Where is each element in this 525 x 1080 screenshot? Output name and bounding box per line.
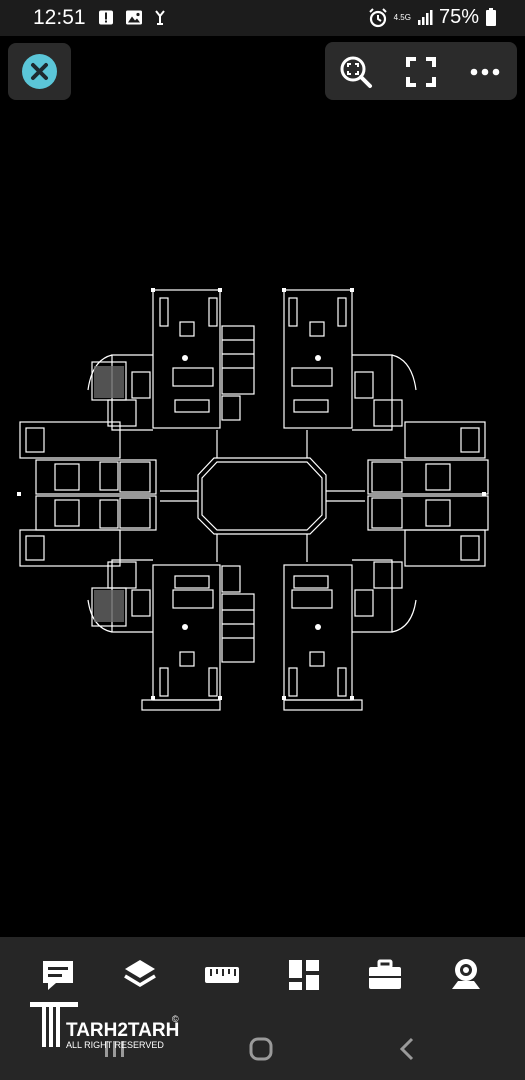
- layers-icon[interactable]: [120, 955, 160, 995]
- network-type: 4.5G: [393, 12, 411, 22]
- status-time: 12:51: [33, 6, 86, 29]
- watermark-sub: ALL RIGHT RESERVED: [66, 1040, 164, 1050]
- recent-apps-icon[interactable]: [94, 1029, 134, 1069]
- watermark-logo: TARH2TARH © ALL RIGHT RESERVED: [30, 1002, 179, 1050]
- layout-icon[interactable]: [284, 955, 324, 995]
- back-icon[interactable]: [388, 1029, 428, 1069]
- view-tools-panel: [325, 42, 517, 100]
- close-circle[interactable]: [22, 54, 57, 89]
- image-icon: [126, 10, 142, 25]
- measure-icon[interactable]: [202, 955, 242, 995]
- fullscreen-icon[interactable]: [404, 55, 438, 89]
- zoom-extents-icon[interactable]: [339, 55, 373, 89]
- battery-icon: [486, 8, 496, 26]
- close-icon[interactable]: [22, 54, 57, 89]
- home-icon[interactable]: [241, 1029, 281, 1069]
- bottom-toolbar: [0, 937, 525, 1080]
- viewer-icon[interactable]: [446, 955, 486, 995]
- close-button[interactable]: [8, 43, 71, 100]
- cad-floor-plan[interactable]: [0, 100, 525, 937]
- status-right: 4.5G 75%: [368, 6, 497, 29]
- alarm-icon: [368, 7, 387, 27]
- more-options-icon[interactable]: [468, 55, 502, 89]
- watermark-brand: TARH2TARH: [66, 1020, 179, 1041]
- comment-icon[interactable]: [38, 955, 78, 995]
- missed-call-icon: [155, 10, 165, 25]
- alert-icon: [99, 10, 113, 25]
- status-bar: 12:51 4.5G 75%: [0, 0, 525, 36]
- watermark-mark: ©: [172, 1014, 179, 1024]
- tools-icon[interactable]: [365, 955, 405, 995]
- battery-percent: 75%: [438, 6, 479, 28]
- signal-icon: [417, 10, 433, 25]
